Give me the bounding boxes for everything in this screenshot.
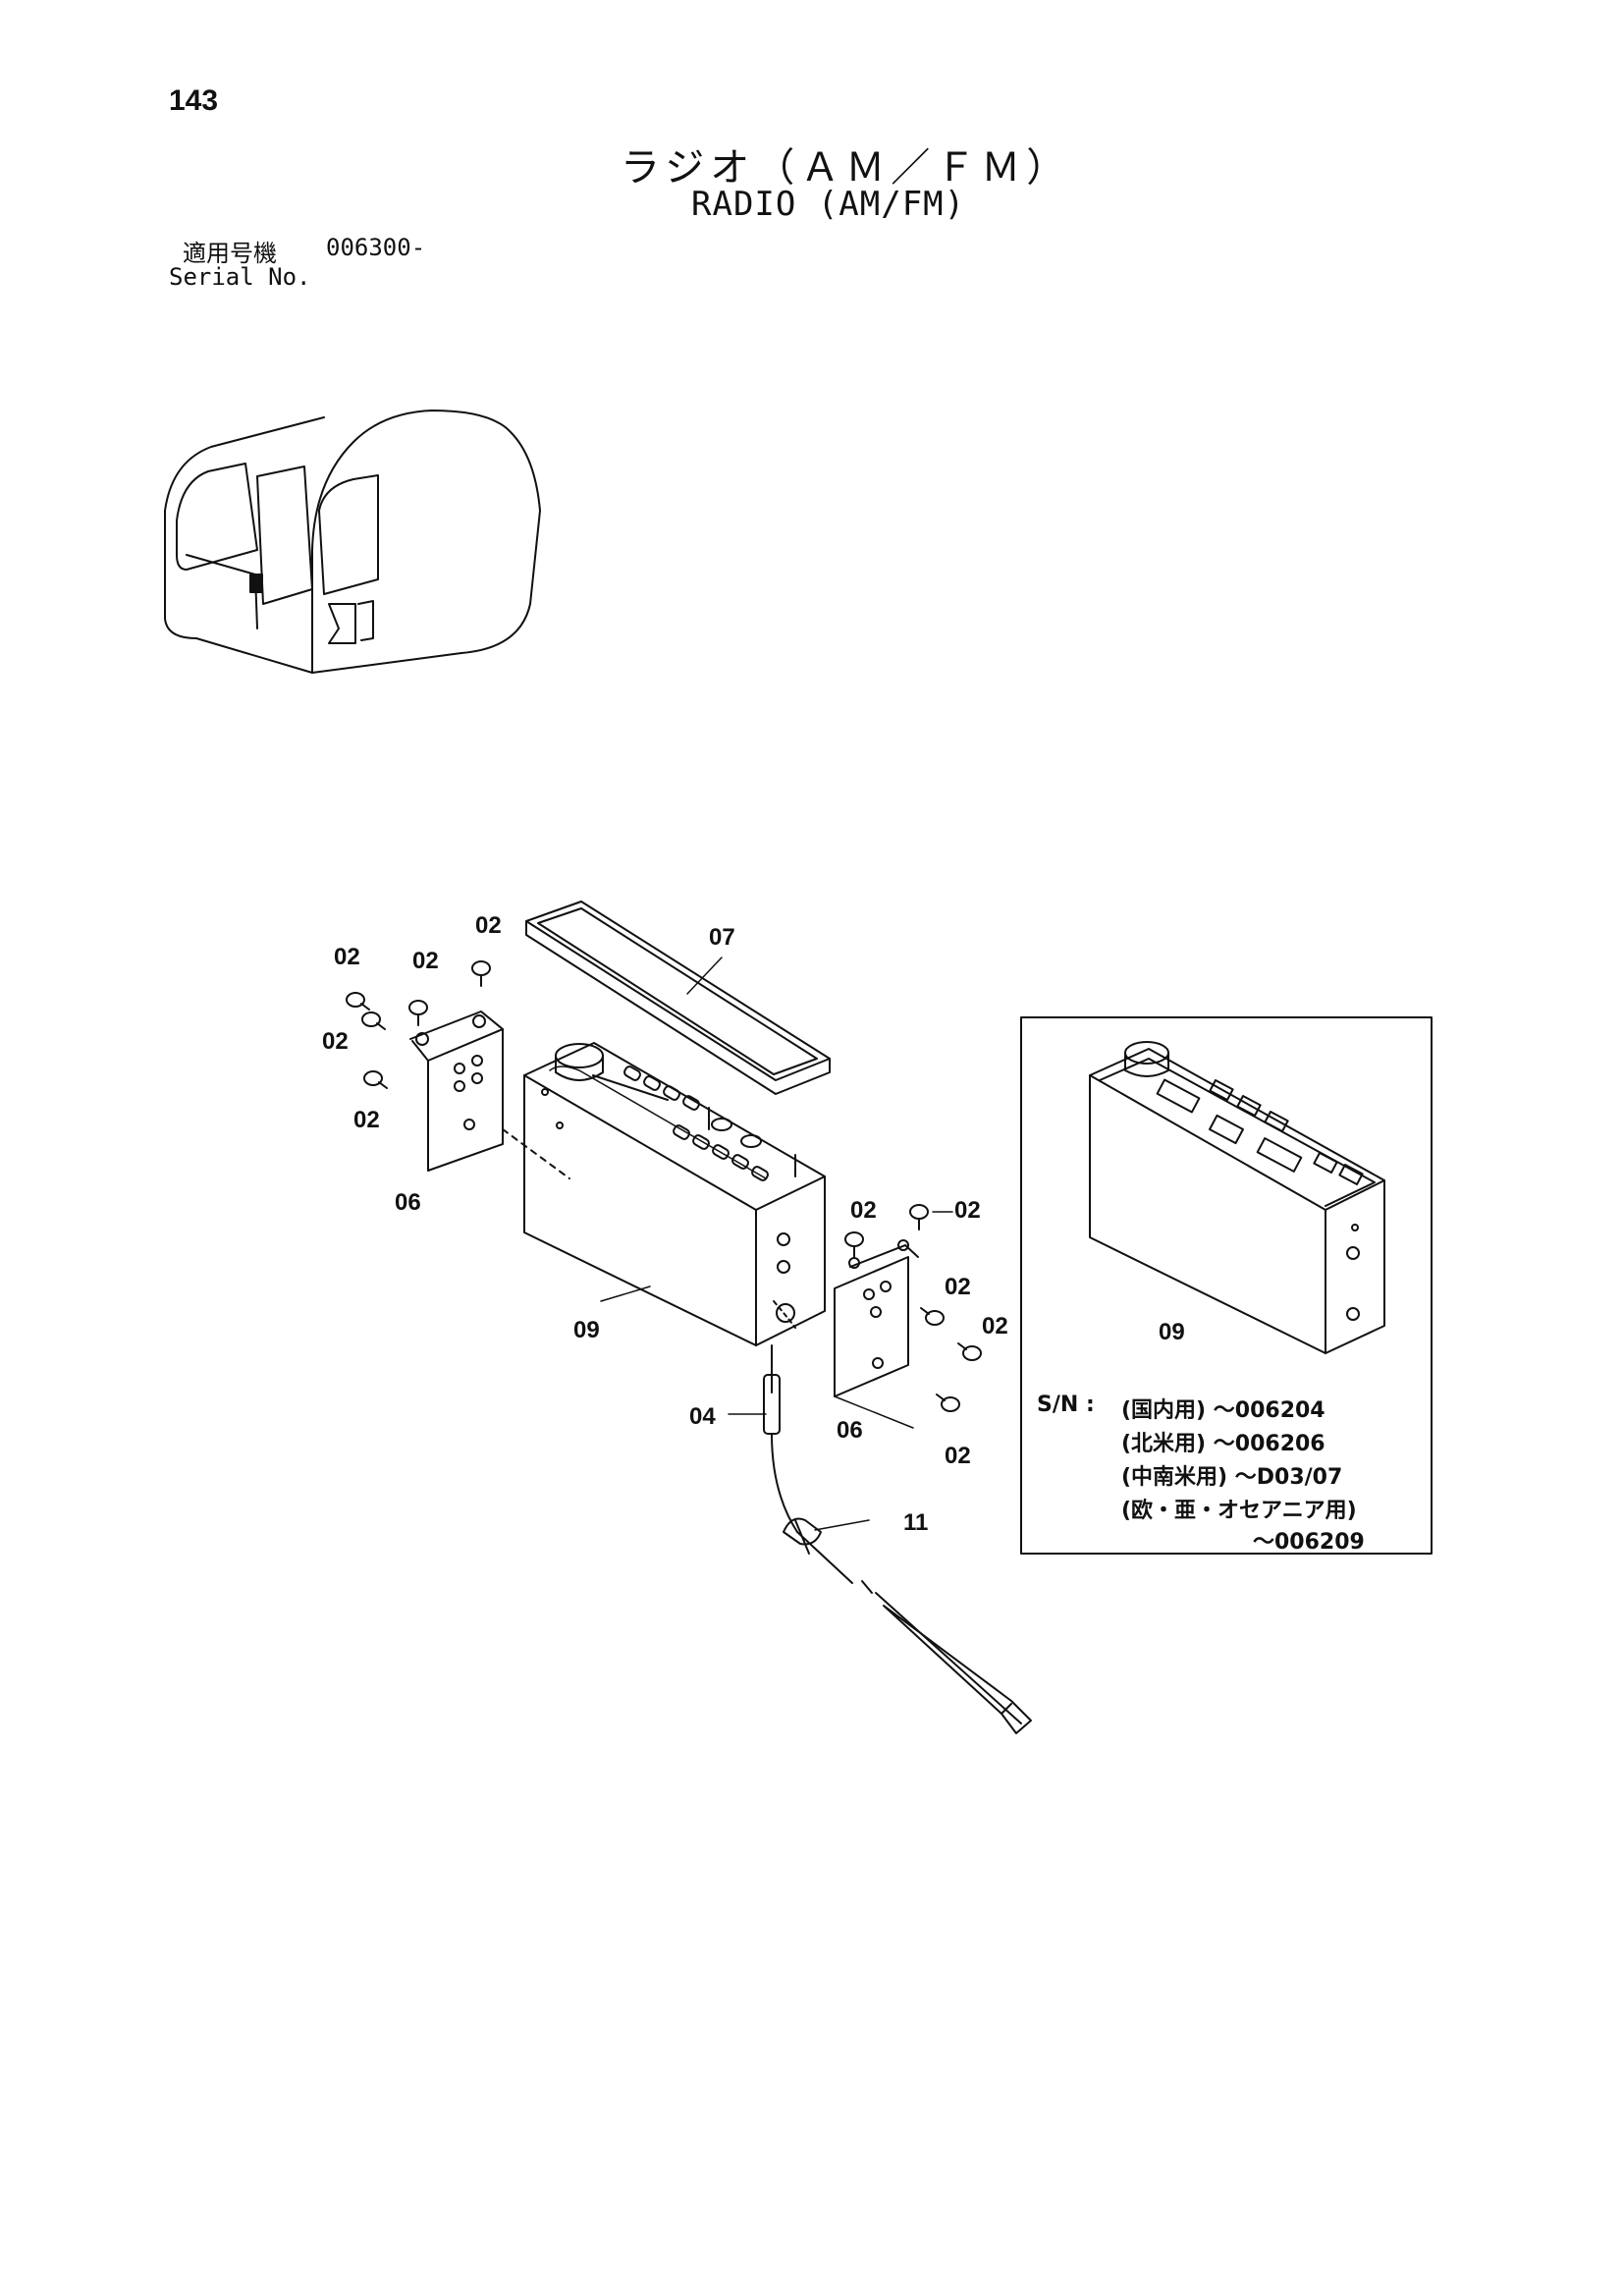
- screw: [346, 992, 370, 1011]
- callout-02: 02: [954, 1197, 981, 1224]
- cab-location-icon: [164, 410, 541, 674]
- inset-sn-prefix: S/N :: [1037, 1393, 1095, 1417]
- callout-11: 11: [903, 1509, 928, 1536]
- callout-labels: 02 02 02 02 02 06 07 09 02 02 02 02 02 0…: [322, 912, 1185, 1536]
- antenna-cable: [763, 1344, 1032, 1734]
- inset-box: [1020, 1016, 1433, 1555]
- callout-02: 02: [475, 912, 502, 939]
- cover-tray: [525, 901, 831, 1095]
- callout-02: 02: [945, 1274, 971, 1300]
- serial-label-english: Serial No.: [169, 263, 311, 291]
- cable-clamp: [783, 1517, 822, 1555]
- screw: [363, 1070, 388, 1089]
- screw: [361, 1011, 386, 1030]
- right-bracket: [834, 1239, 919, 1397]
- callout-02: 02: [982, 1313, 1008, 1339]
- callout-02: 02: [353, 1107, 380, 1133]
- screw: [957, 1342, 982, 1361]
- screw: [844, 1231, 864, 1258]
- screw: [909, 1204, 929, 1230]
- callout-09: 09: [573, 1317, 600, 1343]
- inset-sn-line: (北米用) ～006206: [1121, 1432, 1325, 1456]
- callout-07: 07: [709, 924, 735, 951]
- callout-02: 02: [334, 944, 360, 970]
- radio-body: [502, 1042, 826, 1346]
- callout-02: 02: [322, 1028, 349, 1055]
- callout-06: 06: [837, 1417, 863, 1444]
- inset-callout-09: 09: [1159, 1319, 1185, 1345]
- callout-02: 02: [412, 948, 439, 974]
- inset-sn-line: ～006209: [1253, 1530, 1365, 1555]
- callout-04: 04: [689, 1403, 716, 1430]
- page-number: 143: [169, 84, 219, 117]
- screws: [346, 960, 982, 1412]
- screw: [408, 1000, 428, 1026]
- inset-sn-line: (国内用) ～006204: [1121, 1398, 1325, 1423]
- callout-02: 02: [850, 1197, 877, 1224]
- serial-label-japanese: 適用号機: [183, 240, 277, 267]
- screw: [936, 1394, 960, 1412]
- inset-sn-line: (欧・亜・オセアニア用): [1121, 1499, 1357, 1523]
- screw: [471, 960, 491, 987]
- inset-sn-line: (中南米用) ～D03/07: [1121, 1465, 1343, 1490]
- callout-02: 02: [945, 1443, 971, 1469]
- left-bracket: [409, 1011, 504, 1172]
- leader-lines: [600, 957, 953, 1531]
- title-english: RADIO (AM/FM): [691, 185, 966, 224]
- screw: [920, 1307, 945, 1326]
- title-japanese: ラジオ（ＡＭ／ＦＭ）: [621, 145, 1072, 191]
- serial-value: 006300-: [326, 234, 426, 261]
- callout-06: 06: [395, 1189, 421, 1216]
